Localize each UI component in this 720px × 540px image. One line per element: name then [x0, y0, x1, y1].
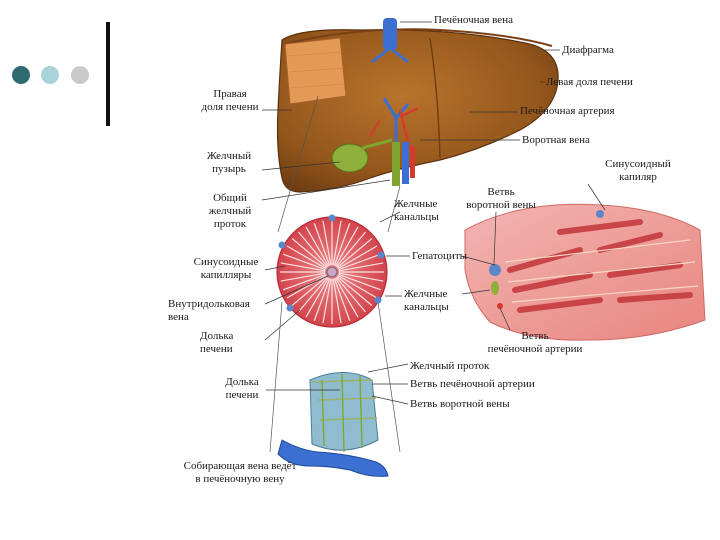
lobule-spoke [291, 238, 328, 268]
label-common-bile-duct-line2: желчный [208, 205, 252, 217]
sinusoid-tissue-detail [464, 203, 706, 341]
bullet-dot-dark [12, 66, 30, 84]
lobule-spoke [286, 245, 327, 270]
label-collecting-vein-line2: в печёночную вену [195, 473, 285, 485]
lobule-spoke [313, 278, 331, 322]
label-bile-canaliculi-mid-line2: канальцы [404, 301, 449, 313]
lobule-spoke [333, 222, 351, 266]
lobule-spoke [282, 273, 326, 291]
label-bile-duct: Желчный проток [410, 360, 490, 372]
label-lobule-bottom-line1: Долька [225, 376, 259, 388]
label-diaphragm: Диафрагма [562, 44, 614, 56]
lobule-spoke [333, 278, 351, 322]
label-collecting-vein: Собирающая вена ведёт в печёночную вену [170, 460, 310, 486]
label-portal-vein-branch-top: Ветвь воротной вены [456, 186, 546, 212]
lobule-spoke [280, 262, 326, 272]
label-sinusoid-capillaries-line2: капилляры [200, 269, 252, 281]
label-gallbladder-line1: Желчный [206, 150, 252, 162]
label-bile-canaliculi-top-line1: Желчные [394, 198, 438, 210]
label-central-vein-line2: вена [168, 311, 189, 323]
lobule-spoke [337, 245, 378, 270]
label-bile-canaliculi-top: Желчные канальцы [394, 198, 439, 224]
lobule-spoke [338, 272, 384, 282]
label-sinusoid-capillary: Синусоидный капиляр [596, 158, 680, 184]
label-lobule-top-line2: печени [200, 343, 233, 355]
lobule-spoke [337, 274, 378, 299]
label-common-bile-duct-line1: Общий [213, 192, 247, 204]
label-portal-vein: Воротная вена [522, 134, 590, 146]
label-sinusoid-capillary-line2: капиляр [619, 171, 657, 183]
label-portal-vein-branch-top-line1: Ветвь [487, 186, 515, 198]
label-gallbladder: Желчный пузырь [196, 150, 262, 176]
label-hepatocytes: Гепатоциты [412, 250, 468, 262]
label-portal-vein-branch-bottom: Ветвь воротной вены [410, 398, 510, 410]
lobule-spoke [280, 272, 326, 282]
collecting-vein [277, 439, 389, 477]
lobule-spoke [286, 274, 327, 299]
label-hepatic-vein: Печёночная вена [434, 14, 513, 26]
label-lobule-top: Долька печени [200, 330, 233, 356]
label-sinusoid-capillaries: Синусоидные капилляры [188, 256, 264, 282]
lobule-spoke [336, 276, 373, 306]
bullet-dot-light [41, 66, 59, 84]
lobule-spoke [298, 231, 328, 268]
lobule-spoke [322, 220, 332, 266]
lobule-spoke [313, 222, 331, 266]
label-lobule-top-line1: Долька [200, 330, 234, 342]
lobule-spoke [336, 231, 366, 268]
label-portal-vein-branch-top-line2: воротной вены [466, 199, 536, 211]
lobule-spoke [338, 273, 382, 291]
label-sinusoid-capillary-line1: Синусоидный [605, 158, 671, 170]
lobule-spoke [332, 278, 342, 324]
label-bile-canaliculi-mid-line1: Желчные [404, 288, 448, 300]
lobule-spoke [282, 253, 326, 271]
lobule-spoke [291, 276, 328, 306]
label-hepatic-artery-branch-right: Ветвь печёночной артерии [480, 330, 590, 356]
diaphragm-edge [283, 28, 553, 47]
label-hepatic-artery-branch-bottom: Ветвь печёночной артерии [410, 378, 535, 390]
label-central-vein: Внутридольковая вена [168, 298, 250, 324]
lobule-spoke [336, 276, 366, 313]
label-central-vein-line1: Внутридольковая [168, 298, 250, 310]
title-divider-bar [106, 22, 110, 126]
lobule-spoke [334, 226, 359, 267]
label-right-lobe-line1: Правая [213, 88, 247, 100]
lobule-spoke [305, 226, 330, 267]
label-lobule-bottom-line2: печени [225, 389, 259, 401]
label-lobule-bottom: Долька печени [216, 376, 268, 402]
lobule-spoke [322, 278, 332, 324]
lobule-spoke [336, 238, 373, 268]
label-hepatic-artery: Печёночная артерия [520, 105, 615, 117]
label-gallbladder-line2: пузырь [212, 163, 246, 175]
lobule-spoke [305, 277, 330, 318]
lobule-spoke [298, 276, 328, 313]
label-sinusoid-capillaries-line1: Синусоидные [193, 256, 259, 268]
label-common-bile-duct: Общий желчный проток [200, 192, 260, 231]
label-hepatic-artery-branch-right-line1: Ветвь [521, 330, 549, 342]
right-lobe-cut [284, 37, 347, 105]
label-right-lobe: Правая доля печени [190, 88, 270, 114]
label-collecting-vein-line1: Собирающая вена ведёт [183, 460, 297, 472]
lobule-spoke [338, 262, 384, 272]
label-left-lobe: Левая доля печени [546, 76, 633, 88]
gallbladder [331, 143, 369, 173]
label-bile-canaliculi-mid: Желчные канальцы [404, 288, 449, 314]
label-common-bile-duct-line3: проток [213, 218, 247, 230]
label-right-lobe-line2: доля печени [201, 101, 259, 113]
hepatic-vein-vessel [383, 18, 397, 50]
falciform-ligament [429, 37, 441, 159]
label-bile-canaliculi-top-line2: канальцы [394, 211, 439, 223]
label-hepatic-artery-branch-right-line2: печёночной артерии [487, 343, 583, 355]
bullet-dot-gray [71, 66, 89, 84]
lobule-spoke [334, 277, 359, 318]
lobule-spoke [332, 220, 342, 266]
lobule-spoke [338, 253, 382, 271]
